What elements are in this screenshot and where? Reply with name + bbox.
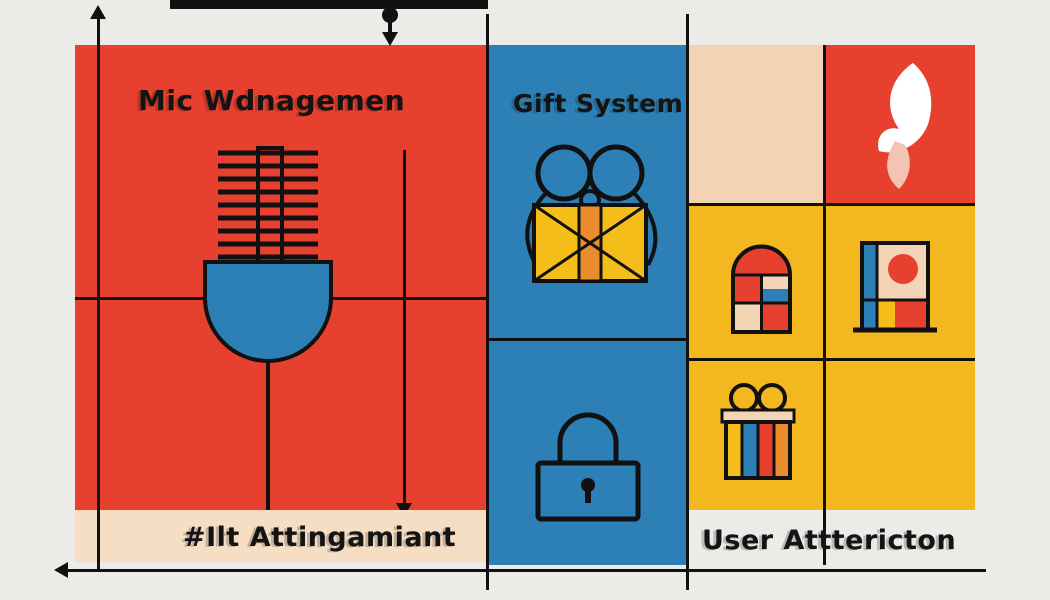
- cell-window-arched: [688, 205, 825, 360]
- gift-box-icon: [525, 144, 658, 283]
- striped-gift-icon: [720, 383, 796, 480]
- bottom-axis-arrow-left-icon: [54, 562, 68, 578]
- top-marker-arrow-down-icon: [382, 32, 398, 46]
- bird-swoosh-logo-icon: [878, 63, 932, 189]
- gift-panel-title: Gift System: [513, 89, 684, 118]
- top-black-bar: [170, 0, 488, 9]
- mic-panel-title: Mic Wdnagemen: [138, 84, 406, 117]
- red-panel-arrow-line: [403, 150, 406, 505]
- separator-line-b: [686, 14, 689, 590]
- left-axis-arrow-up-icon: [90, 5, 106, 19]
- arched-window-icon: [731, 244, 792, 334]
- cell-gift-striped: [688, 360, 825, 510]
- blue-panel-divider-line: [488, 338, 688, 341]
- right-grid-rule-1: [688, 203, 975, 206]
- right-grid-rule-2: [688, 358, 975, 361]
- padlock-icon: [535, 412, 641, 522]
- mic-panel: [75, 45, 488, 517]
- caption-right-text: User Atttericton: [702, 525, 957, 556]
- cell-logo: [825, 45, 975, 205]
- cell-cream: [688, 45, 825, 205]
- microphone-icon: [203, 146, 333, 510]
- bottom-axis-line: [66, 569, 986, 572]
- top-marker-dot: [382, 7, 398, 23]
- top-marker-stem: [388, 21, 392, 34]
- caption-left-text: #Ilt Attingamiant: [183, 522, 457, 553]
- separator-line-a: [486, 14, 489, 590]
- cell-plain-yellow: [825, 360, 975, 510]
- left-axis-line: [97, 16, 100, 572]
- caption-strip-left: [75, 510, 488, 562]
- gift-panel: [488, 45, 688, 565]
- square-window-icon: [853, 241, 937, 333]
- separator-line-c: [823, 45, 826, 565]
- cell-window-square: [825, 205, 975, 360]
